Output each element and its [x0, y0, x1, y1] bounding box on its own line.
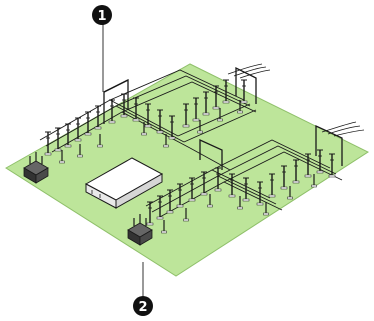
incoming-lines: [227, 63, 365, 137]
transformer-icon: [23, 152, 49, 184]
callout-marker-2: 2: [133, 296, 153, 316]
ground-plate: [5, 63, 370, 277]
callout-marker-1: 1: [92, 5, 112, 25]
gantry-frames: [103, 66, 343, 170]
control-building-icon: [84, 157, 164, 209]
callout-number: 1: [97, 9, 106, 24]
transformer-icon: [127, 214, 153, 246]
busbar-upper: [39, 69, 257, 153]
callout-number: 2: [138, 300, 147, 315]
